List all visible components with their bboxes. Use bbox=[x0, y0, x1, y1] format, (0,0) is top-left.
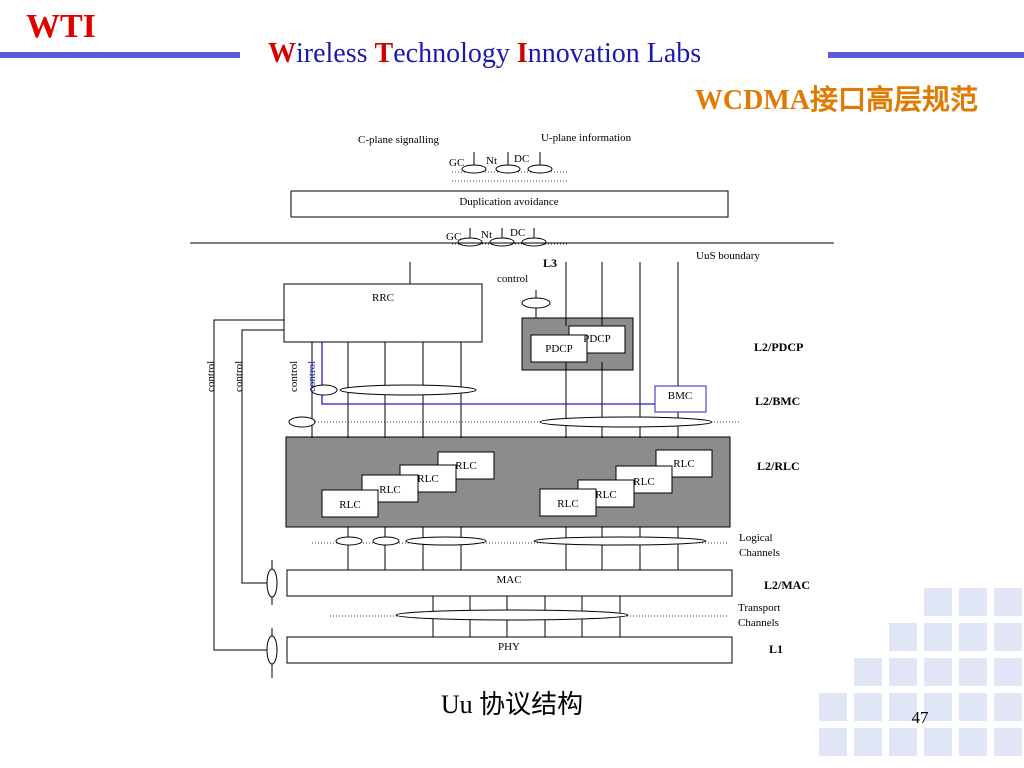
bmc-box bbox=[654, 385, 707, 413]
wti-logo: WTI bbox=[26, 8, 96, 45]
phy-label: PHY bbox=[498, 641, 520, 653]
rlc-label: RLC bbox=[633, 476, 654, 488]
control-vertical-label: control bbox=[233, 361, 245, 392]
rlc-label: RLC bbox=[455, 460, 476, 472]
mac-box bbox=[286, 569, 733, 597]
layer-label-pdcp: L2/PDCP bbox=[754, 340, 803, 354]
dc-label: DC bbox=[514, 153, 529, 165]
header-bar-left bbox=[0, 52, 240, 58]
layer-label-mac: L2/MAC bbox=[764, 578, 810, 592]
duplication-avoidance-box bbox=[290, 190, 729, 218]
dc-label-lower: DC bbox=[510, 227, 525, 239]
control-top-label: control bbox=[497, 273, 528, 285]
course-title: WCDMA接口高层规范 bbox=[694, 85, 978, 116]
layer-label-bmc: L2/BMC bbox=[755, 394, 800, 408]
rlc-label: RLC bbox=[339, 499, 360, 511]
phy-box bbox=[286, 636, 733, 664]
header-bar-right bbox=[828, 52, 1024, 58]
duplication-avoidance-label: Duplication avoidance bbox=[459, 196, 558, 208]
pdcp-back-label: PDCP bbox=[583, 333, 611, 345]
c-plane-label: C-plane signalling bbox=[358, 134, 439, 146]
pdcp-front-box bbox=[530, 334, 588, 363]
logical-channels-label-line2: Channels bbox=[739, 547, 780, 559]
rlc-box bbox=[539, 488, 597, 517]
rlc-label: RLC bbox=[379, 484, 400, 496]
gc-label-lower: GC bbox=[446, 231, 461, 243]
bmc-label: BMC bbox=[668, 390, 692, 402]
slide-caption: Uu 协议结构 bbox=[440, 690, 584, 719]
rlc-label: RLC bbox=[673, 458, 694, 470]
u-plane-label: U-plane information bbox=[541, 132, 632, 144]
logical-channels-label-line1: Logical bbox=[739, 532, 773, 544]
layer-label-rlc: L2/RLC bbox=[757, 459, 800, 473]
layer-label-l1: L1 bbox=[769, 642, 783, 656]
uus-boundary-label: UuS boundary bbox=[696, 250, 760, 262]
lab-title: Wireless Technology Innovation Labs bbox=[268, 38, 702, 69]
page-number: 47 bbox=[911, 708, 929, 727]
transport-channels-label-line1: Transport bbox=[738, 602, 780, 614]
control-vertical-label: control bbox=[288, 361, 300, 392]
rlc-box bbox=[321, 489, 379, 518]
gc-label: GC bbox=[449, 157, 464, 169]
rlc-label: RLC bbox=[595, 489, 616, 501]
rlc-label: RLC bbox=[557, 498, 578, 510]
rrc-box bbox=[283, 283, 483, 343]
l3-label: L3 bbox=[543, 256, 557, 270]
control-vertical-label: control bbox=[205, 361, 217, 392]
rrc-label: RRC bbox=[372, 292, 394, 304]
nt-label-lower: Nt bbox=[481, 229, 492, 241]
transport-channels-label-line2: Channels bbox=[738, 617, 779, 629]
bmc-control-line bbox=[321, 342, 655, 405]
pdcp-front-label: PDCP bbox=[545, 343, 573, 355]
mac-label: MAC bbox=[496, 574, 521, 586]
rlc-label: RLC bbox=[417, 473, 438, 485]
control-vertical-label-bmc: control bbox=[306, 361, 318, 392]
nt-label: Nt bbox=[486, 155, 497, 167]
corner-decoration bbox=[819, 588, 1022, 756]
